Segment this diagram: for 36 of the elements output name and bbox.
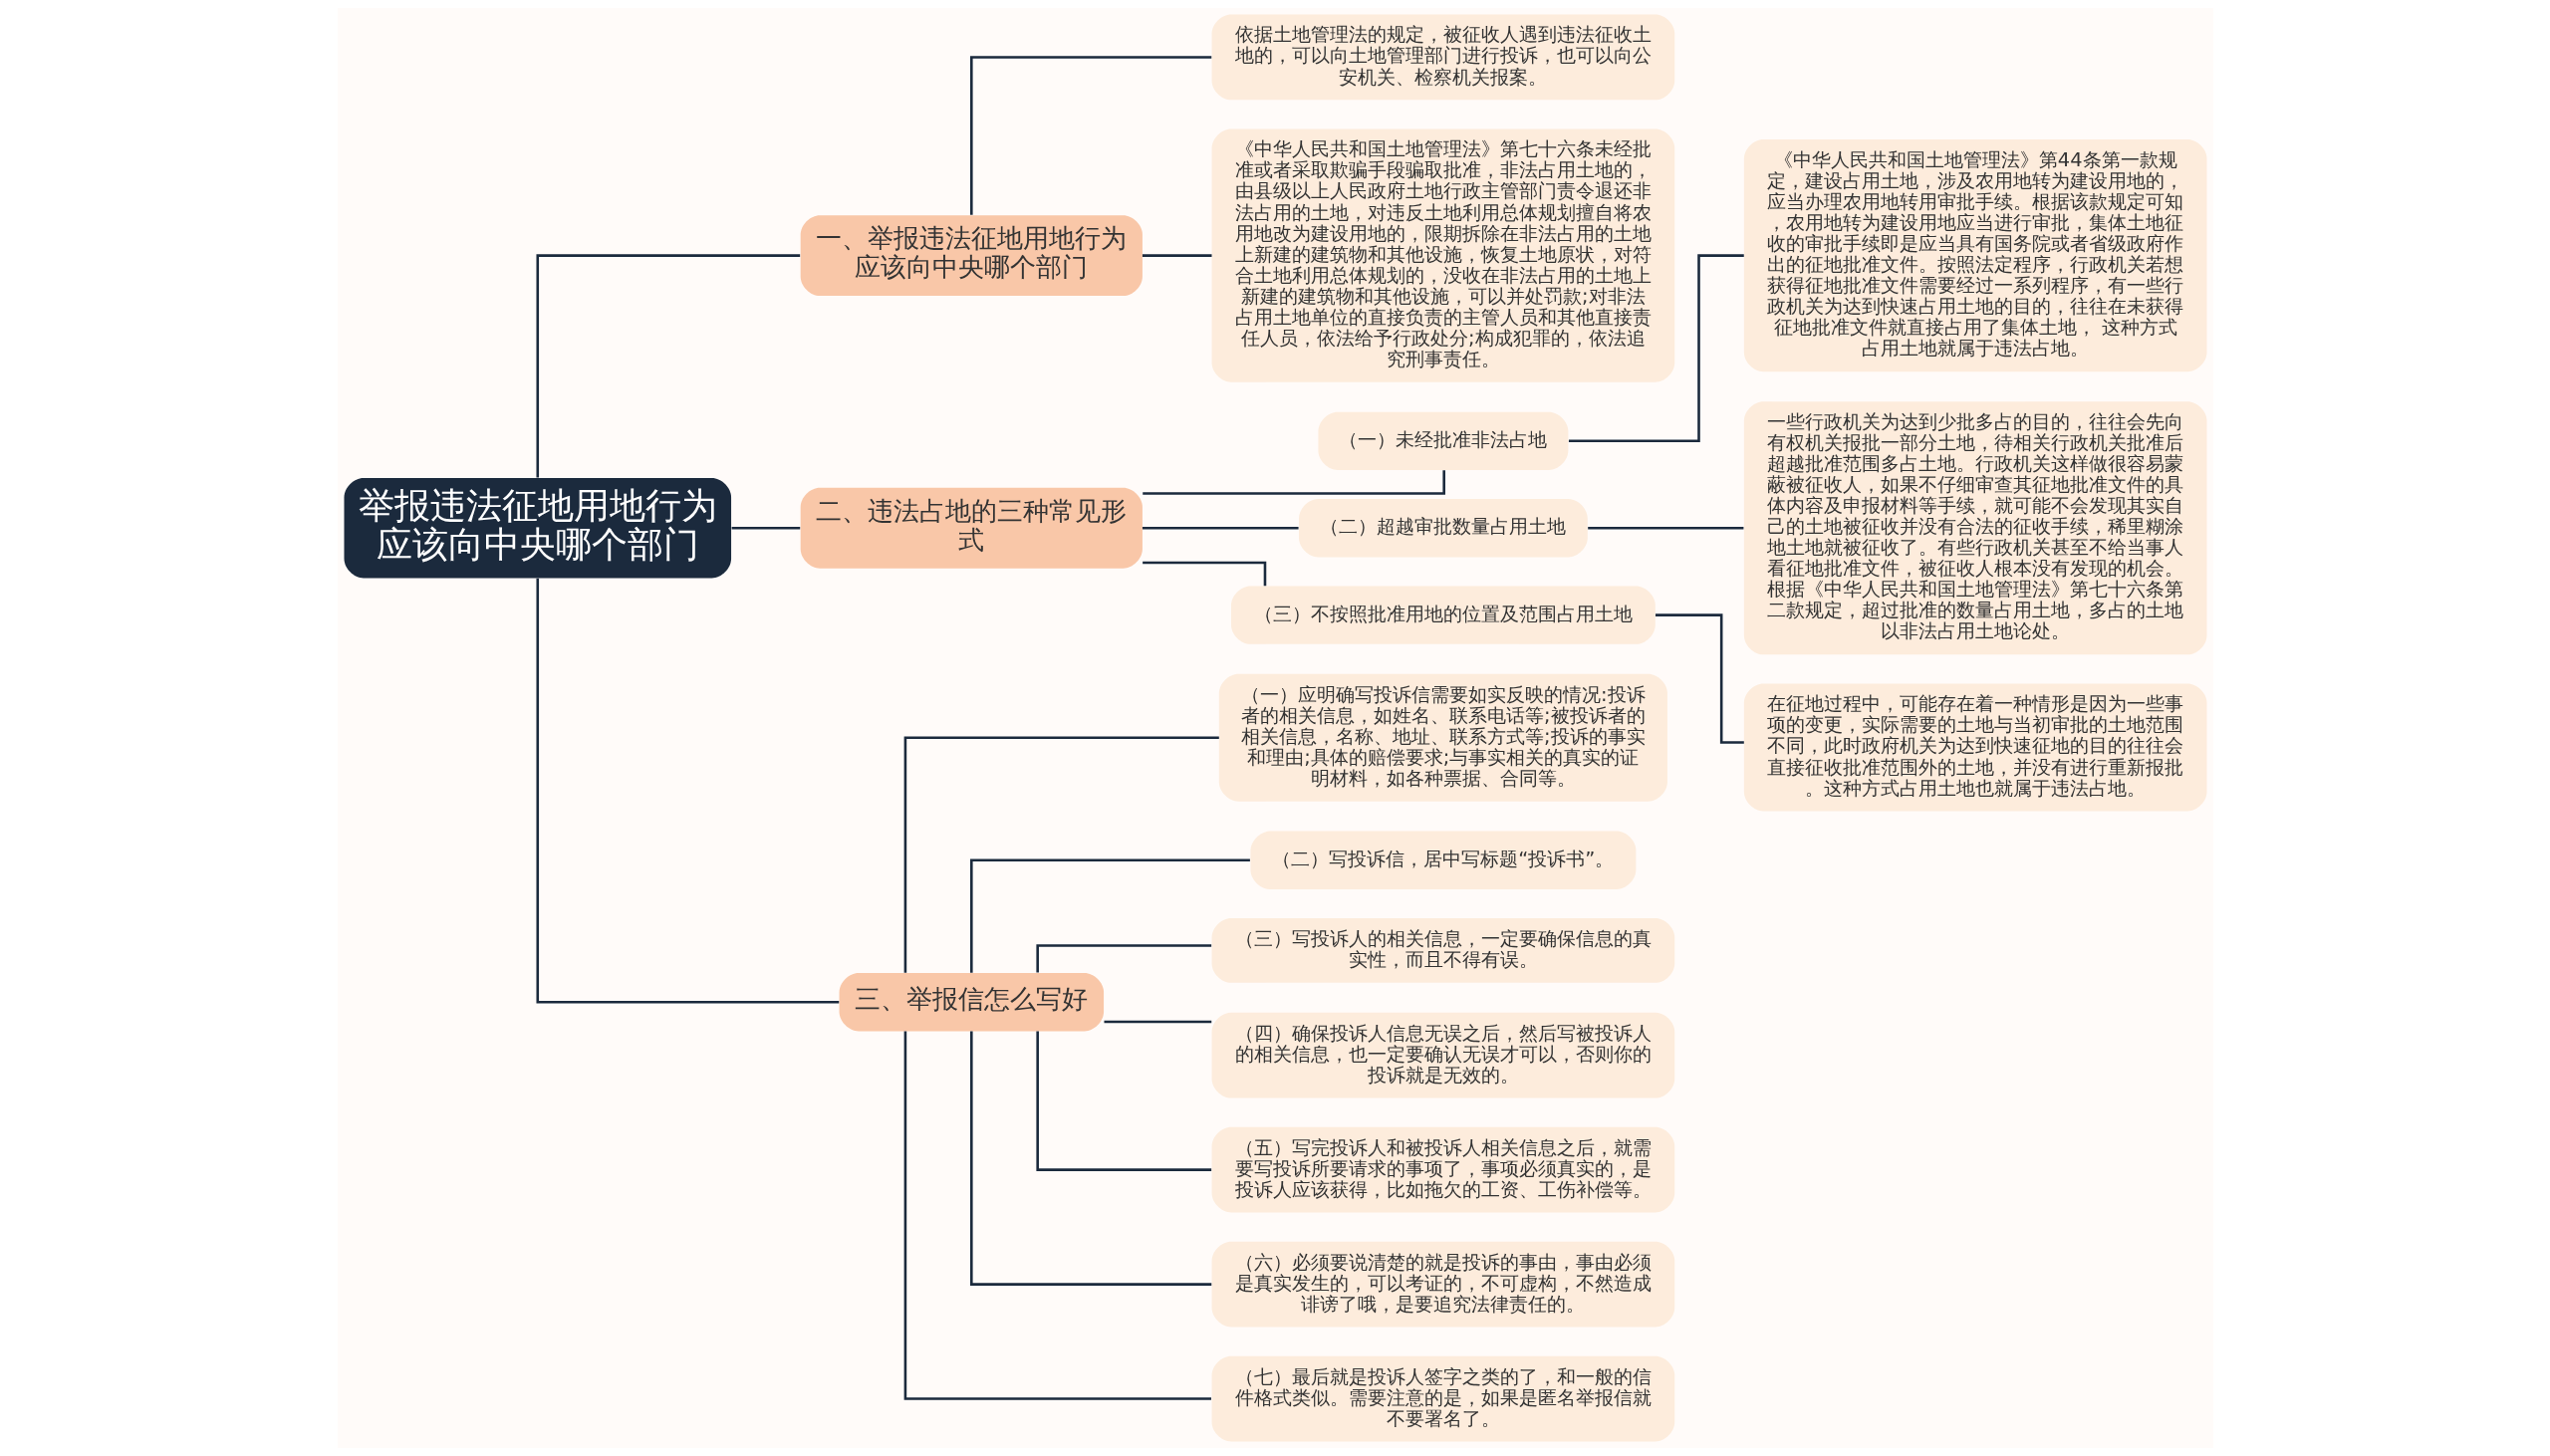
node-box: 举报违法征地用地行为应该向中央哪个部门 [344,478,731,579]
connector [969,1031,1211,1286]
connector [1568,254,1744,443]
node-box: 二、违法占地的三种常见形式 [800,487,1143,569]
connector [903,736,1219,973]
node-box: 一些行政机关为达到少批多占的目的，往往会先向有权机关报批一部分土地，待相关行政机关批准后超越批准范围多占土地。行政机关这样做很容易蒙蔽被征收人，如果不仔细审查其征地批准文件的具体内容及申报材料等手续，就可能不会发现其实自己的土地被征收并没有合法的征收手续，稀里糊涂地土地就被征收了。有些行政机关甚至不给当事人看征地批准文件，被征收人根本没有发现的机会。根据《中华人民共和国土地管理法》第七十六条第二款规定，超过批准的数量占用土地，多占的土地以非法占用土地论处。 [1743,401,2206,655]
connector [1035,1031,1211,1171]
node-box: 在征地过程中，可能存在着一种情形是因为一些事项的变更，实际需要的土地与当初审批的土地范围不同，此时政府机关为达到快速征地的目的往往会直接征收批准范围外的土地，并没有进行重新报批。这种方式占用土地也就属于违法占地。 [1743,683,2206,812]
connector [535,578,839,1004]
connector [1104,1020,1211,1024]
node-box: 三、举报信怎么写好 [839,973,1104,1032]
node-box: （一）应明确写投诉信需要如实反映的情况:投诉者的相关信息，如姓名、联系电话等;被投诉者的相关信息，名称、地址、联系方式等;投诉的事实和理由;具体的赔偿要求;与事实相关的真实的证明材料，如各种票据、合同等。 [1218,673,1667,802]
connector [969,56,1211,215]
node-box: （二）写投诉信，居中写标题“投诉书”。 [1249,831,1636,889]
node-box: （五）写完投诉人和被投诉人相关信息之后，就需要写投诉所要请求的事项了，事项必须真实的，是投诉人应该获得，比如拖欠的工资、工伤补偿等。 [1211,1126,1674,1213]
connector [1587,526,1743,530]
node-box: （三）不按照批准用地的位置及范围占用土地 [1230,586,1656,644]
node-box: （三）写投诉人的相关信息，一定要确保信息的真实性，而且不得有误。 [1211,918,1674,983]
connector [1655,613,1744,744]
node-box: 《中华人民共和国土地管理法》第七十六条未经批准或者采取欺骗手段骗取批准，非法占用土地的，由县级以上人民政府土地行政主管部门责令退还非法占用的土地，对违反土地利用总体规划擅自将农用地改为建设用地的，限期拆除在非法占用的土地上新建的建筑物和其他设施，恢复土地原状，对符合土地利用总体规划的，没收在非法占用的土地上新建的建筑物和其他设施，可以并处罚款;对非法占用土地单位的直接负责的主管人员和其他直接责任人员，依法给予行政处分;构成犯罪的，依法追究刑事责任。 [1211,128,1674,382]
node-box: （七）最后就是投诉人签字之类的了，和一般的信件格式类似。需要注意的是，如果是匿名举报信就不要署名了。 [1211,1355,1674,1442]
node-box: 一、举报违法征地用地行为应该向中央哪个部门 [800,215,1143,297]
connector [1142,470,1445,495]
connector [1142,254,1211,257]
connector [903,1031,1211,1400]
connector [731,526,800,530]
node-box: 《中华人民共和国土地管理法》第44条第一款规定，建设占用土地，涉及农用地转为建设用地的，应当办理农用地转用审批手续。根据该款规定可知，农用地转为建设用地应当进行审批，集体土地征收的审批手续即是应当具有国务院或者省级政府作出的征地批准文件。按照法定程序，行政机关若想获得征地批准文件需要经过一系列程序，有一些行政机关为达到快速占用土地的目的，往往在未获得征地批准文件就直接占用了集体土地， 这种方式占用土地就属于违法占地。 [1743,139,2206,372]
connector [1142,561,1266,587]
node-box: （六）必须要说清楚的就是投诉的事由，事由必须是真实发生的，可以考证的，不可虚构，不然造成诽谤了哦，是要追究法律责任的。 [1211,1241,1674,1328]
node-box: （一）未经批准非法占地 [1317,411,1568,470]
node-box: （二）超越审批数量占用土地 [1298,499,1588,558]
connector [535,254,800,478]
node-box: （四）确保投诉人信息无误之后，然后写被投诉人的相关信息，也一定要确认无误才可以，否则你的投诉就是无效的。 [1211,1012,1674,1098]
node-box: 依据土地管理法的规定，被征收人遇到违法征收土地的，可以向土地管理部门进行投诉，也可以向公安机关、检察机关报案。 [1211,14,1674,101]
connector [1142,526,1299,530]
connector [969,858,1250,973]
